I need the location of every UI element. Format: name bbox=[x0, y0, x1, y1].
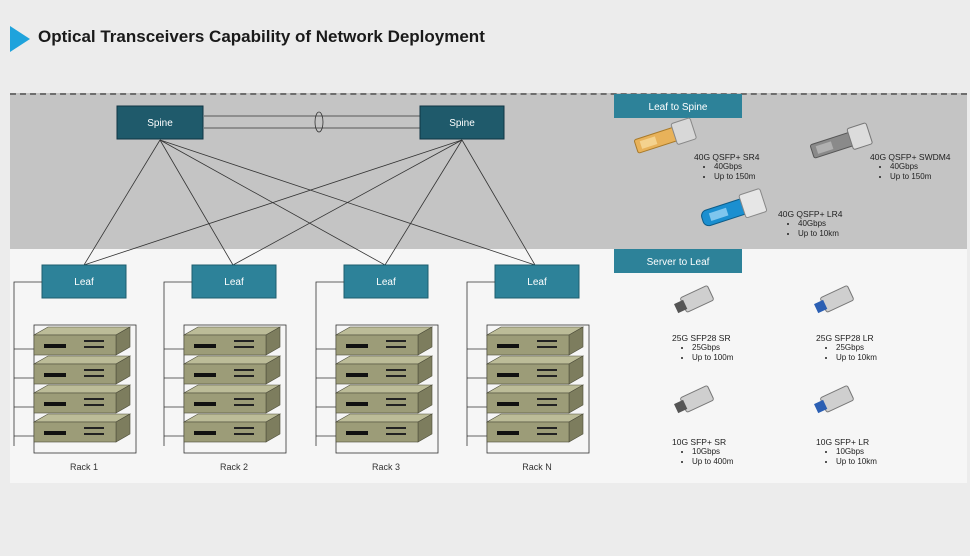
transceiver-qsfp-swdm4: 40G QSFP+ SWDM4 40Gbps Up to 150m bbox=[870, 152, 951, 182]
transceiver-name: 10G SFP+ LR bbox=[816, 437, 870, 447]
spec-reach: Up to 10km bbox=[798, 229, 843, 239]
server-unit bbox=[485, 326, 585, 356]
sfp28-sr-module-icon bbox=[674, 285, 714, 314]
server-unit bbox=[182, 355, 282, 385]
transceiver-name: 40G QSFP+ LR4 bbox=[778, 209, 843, 219]
transceiver-sfp-plus-sr: 10G SFP+ SR 10Gbps Up to 400m bbox=[672, 437, 733, 467]
transceiver-sfp28-sr: 25G SFP28 SR 25Gbps Up to 100m bbox=[672, 333, 733, 363]
rack-group bbox=[13, 281, 590, 454]
server-unit bbox=[32, 355, 132, 385]
server-unit bbox=[334, 413, 434, 443]
svg-text:Leaf: Leaf bbox=[527, 277, 547, 288]
transceiver-name: 10G SFP+ SR bbox=[672, 437, 727, 447]
server-unit bbox=[334, 384, 434, 414]
spec-rate: 10Gbps bbox=[836, 447, 877, 457]
spec-reach: Up to 150m bbox=[890, 172, 951, 182]
svg-text:Server to Leaf: Server to Leaf bbox=[647, 257, 710, 268]
transceiver-qsfp-sr4: 40G QSFP+ SR4 40Gbps Up to 150m bbox=[694, 152, 759, 182]
rack-cabinet bbox=[335, 324, 439, 454]
svg-text:Spine: Spine bbox=[449, 118, 475, 129]
rack-cable bbox=[466, 281, 495, 446]
svg-text:Leaf: Leaf bbox=[224, 277, 244, 288]
spec-reach: Up to 100m bbox=[692, 353, 733, 363]
server-unit bbox=[32, 384, 132, 414]
spec-rate: 40Gbps bbox=[890, 162, 951, 172]
leaf-to-spine-header: Leaf to Spine bbox=[614, 94, 742, 118]
spine-switch: Spine bbox=[116, 105, 204, 140]
leaf-switch: Leaf bbox=[41, 264, 127, 299]
svg-text:Leaf: Leaf bbox=[376, 277, 396, 288]
leaf-switch: Leaf bbox=[191, 264, 277, 299]
qsfp-lr4-module-icon bbox=[701, 188, 768, 227]
rack-label: Rack N bbox=[522, 462, 552, 472]
leaf-switch: Leaf bbox=[343, 264, 429, 299]
spec-rate: 40Gbps bbox=[798, 219, 843, 229]
svg-text:Leaf to Spine: Leaf to Spine bbox=[649, 102, 708, 113]
server-unit bbox=[485, 384, 585, 414]
rack-cable bbox=[315, 281, 344, 446]
svg-text:Leaf: Leaf bbox=[74, 277, 94, 288]
spec-reach: Up to 400m bbox=[692, 457, 733, 467]
rack-cable bbox=[163, 281, 192, 446]
bottom-blank-area bbox=[10, 484, 967, 556]
rack-label: Rack 3 bbox=[372, 462, 400, 472]
rack-label: Rack 2 bbox=[220, 462, 248, 472]
svg-text:Spine: Spine bbox=[147, 118, 173, 129]
spec-rate: 25Gbps bbox=[692, 343, 733, 353]
server-unit bbox=[485, 413, 585, 443]
spine-interconnect bbox=[204, 111, 420, 133]
rack-cabinet bbox=[183, 324, 287, 454]
server-unit bbox=[182, 326, 282, 356]
server-unit bbox=[334, 326, 434, 356]
spec-rate: 10Gbps bbox=[692, 447, 733, 457]
sfp-plus-lr-module-icon bbox=[814, 385, 854, 414]
spine-switch: Spine bbox=[419, 105, 505, 140]
spine-leaf-links bbox=[83, 139, 536, 266]
rack-cable bbox=[13, 281, 42, 446]
transceiver-sfp28-lr: 25G SFP28 LR 25Gbps Up to 10km bbox=[816, 333, 877, 363]
transceiver-qsfp-lr4: 40G QSFP+ LR4 40Gbps Up to 10km bbox=[778, 209, 843, 239]
transceiver-name: 40G QSFP+ SWDM4 bbox=[870, 152, 951, 162]
spec-reach: Up to 10km bbox=[836, 457, 877, 467]
transceiver-name: 40G QSFP+ SR4 bbox=[694, 152, 760, 162]
server-unit bbox=[334, 355, 434, 385]
spec-rate: 40Gbps bbox=[714, 162, 759, 172]
server-unit bbox=[485, 355, 585, 385]
rack-label: Rack 1 bbox=[70, 462, 98, 472]
transceiver-name: 25G SFP28 SR bbox=[672, 333, 731, 343]
server-unit bbox=[182, 384, 282, 414]
leaf-switch: Leaf bbox=[494, 264, 580, 299]
spec-reach: Up to 150m bbox=[714, 172, 759, 182]
spec-rate: 25Gbps bbox=[836, 343, 877, 353]
rack-cabinet bbox=[33, 324, 137, 454]
qsfp-swdm4-module-icon bbox=[810, 122, 873, 159]
page-title: Optical Transceivers Capability of Netwo… bbox=[38, 27, 485, 46]
title-bar: Optical Transceivers Capability of Netwo… bbox=[0, 0, 970, 90]
transceiver-sfp-plus-lr: 10G SFP+ LR 10Gbps Up to 10km bbox=[816, 437, 877, 467]
sfp-plus-sr-module-icon bbox=[674, 385, 714, 414]
transceiver-name: 25G SFP28 LR bbox=[816, 333, 874, 343]
server-unit bbox=[32, 413, 132, 443]
qsfp-sr4-module-icon bbox=[634, 117, 697, 154]
title-arrow-icon bbox=[10, 26, 30, 52]
server-unit bbox=[182, 413, 282, 443]
server-to-leaf-header: Server to Leaf bbox=[614, 249, 742, 273]
server-unit bbox=[32, 326, 132, 356]
rack-cabinet bbox=[486, 324, 590, 454]
sfp28-lr-module-icon bbox=[814, 285, 854, 314]
spec-reach: Up to 10km bbox=[836, 353, 877, 363]
